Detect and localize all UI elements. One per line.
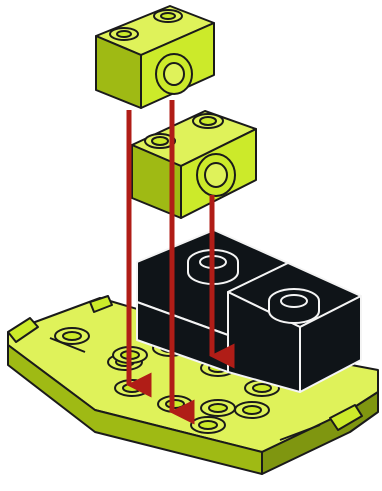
plate-stud [55, 328, 89, 344]
upper-technic-brick [96, 6, 214, 108]
plate-stud [191, 417, 225, 433]
plate-stud [235, 402, 269, 418]
lower-technic-brick [132, 111, 256, 218]
plate-stud [115, 380, 149, 396]
plate-stud [201, 400, 235, 416]
plate-stud [158, 396, 192, 412]
